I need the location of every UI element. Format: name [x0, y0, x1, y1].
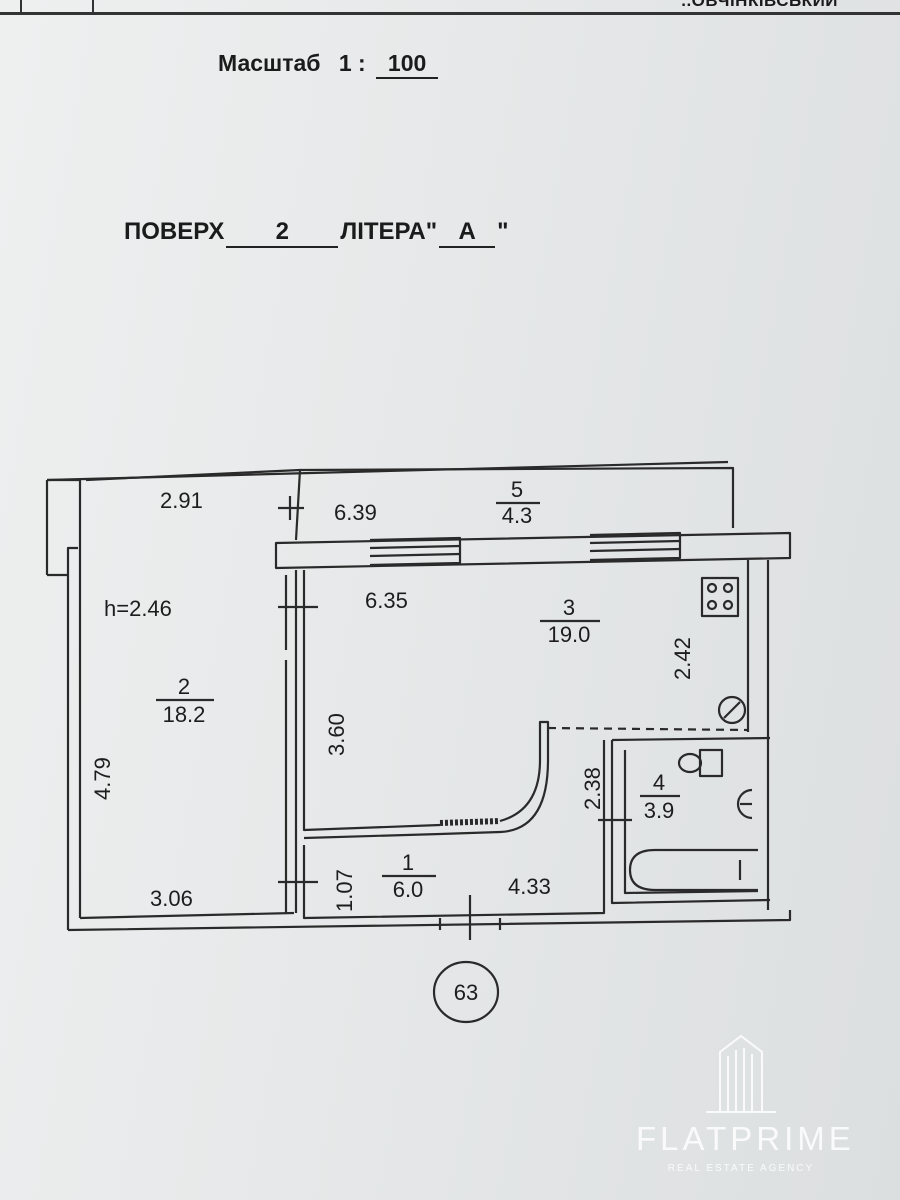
left-column [45, 478, 82, 577]
stove-icon [700, 576, 740, 618]
sheet-number: 63 [454, 980, 478, 1005]
top-frame: ..ОВЧІНКІВСЬКИЙ [0, 0, 900, 22]
kitchen-left-wall [302, 570, 441, 832]
frame-tick [92, 0, 94, 14]
dim-ceiling-height: h=2.46 [104, 596, 172, 621]
stove-burner [706, 582, 718, 594]
room1-number: 1 [402, 850, 414, 875]
dim-hall-depth-small: 1.07 [332, 869, 357, 912]
entrance-door [438, 918, 502, 930]
window-1 [369, 536, 462, 567]
bathroom-inner-line [623, 750, 759, 895]
facade-wall [274, 531, 792, 570]
scale-value: 100 [376, 50, 439, 79]
frame-line [0, 12, 900, 15]
dimension-tick [278, 496, 304, 520]
room3-area: 19.0 [548, 622, 591, 647]
room2-area: 18.2 [163, 702, 206, 727]
dim-balcony-length: 6.39 [334, 500, 377, 525]
room2-number: 2 [178, 674, 190, 699]
dim-kitchen-left-depth: 3.60 [324, 713, 349, 756]
dim-room-bottom-width: 3.06 [150, 886, 193, 911]
frame-tick [20, 0, 22, 14]
scale-label: Масштаб [218, 50, 321, 76]
toilet-tank-icon [698, 748, 724, 778]
watermark-brand: FLATPRIME [636, 1120, 855, 1157]
scale-line: Масштаб 1 : 100 [218, 50, 439, 79]
window-2-glazing [589, 539, 681, 553]
kitchen-opening [439, 818, 501, 826]
room4-area: 3.9 [644, 798, 675, 823]
stove-burner [722, 599, 734, 611]
building-logo-icon [706, 1034, 776, 1113]
stove-burner [722, 582, 734, 594]
sink-icon [717, 695, 747, 725]
bathtub-icon [628, 848, 758, 892]
floor-label: ПОВЕРХ [124, 218, 225, 245]
header-fragment: ..ОВЧІНКІВСЬКИЙ [681, 0, 838, 10]
floor-number: 2 [226, 218, 339, 248]
room3-number: 3 [563, 595, 575, 620]
kitchen-dashed-boundary [547, 726, 749, 732]
sheet-number-circle [432, 960, 500, 1024]
bathroom-walls [610, 736, 771, 905]
bottom-outer-wall [67, 910, 792, 932]
room5-area: 4.3 [502, 503, 533, 528]
washbasin-icon [736, 788, 753, 820]
room2-bottom-wall [79, 911, 295, 920]
watermark-tagline: REAL ESTATE AGENCY [667, 1163, 815, 1174]
window-2 [589, 531, 682, 562]
curved-partition [303, 720, 550, 840]
dim-kitchen-right-depth: 2.42 [670, 637, 695, 680]
kitchen-right-wall [746, 560, 770, 910]
sink-faucet [723, 701, 741, 719]
dim-bath-depth: 2.38 [580, 767, 605, 810]
letter-value: А [439, 218, 496, 248]
window-1-glazing [369, 544, 461, 558]
letter-open-quote: " [425, 218, 438, 245]
dim-top-left-width: 2.91 [160, 488, 203, 513]
scale-ratio-prefix: 1 : [338, 50, 366, 76]
dim-hall-length: 4.33 [508, 874, 551, 899]
room5-number: 5 [511, 477, 523, 502]
letter-close-quote: " [497, 218, 509, 245]
balcony-rail [299, 466, 735, 528]
room1-area: 6.0 [393, 877, 424, 902]
toilet-bowl-icon [677, 752, 703, 774]
dim-room-left-depth: 4.79 [90, 757, 115, 800]
room4-number: 4 [653, 770, 665, 795]
stove-burner [706, 599, 718, 611]
letter-label: ЛІТЕРА [340, 218, 426, 245]
watermark: FLATPRIME REAL ESTATE AGENCY [636, 1030, 855, 1180]
left-outer-wall [66, 548, 82, 930]
dim-kitchen-width: 6.35 [365, 588, 408, 613]
